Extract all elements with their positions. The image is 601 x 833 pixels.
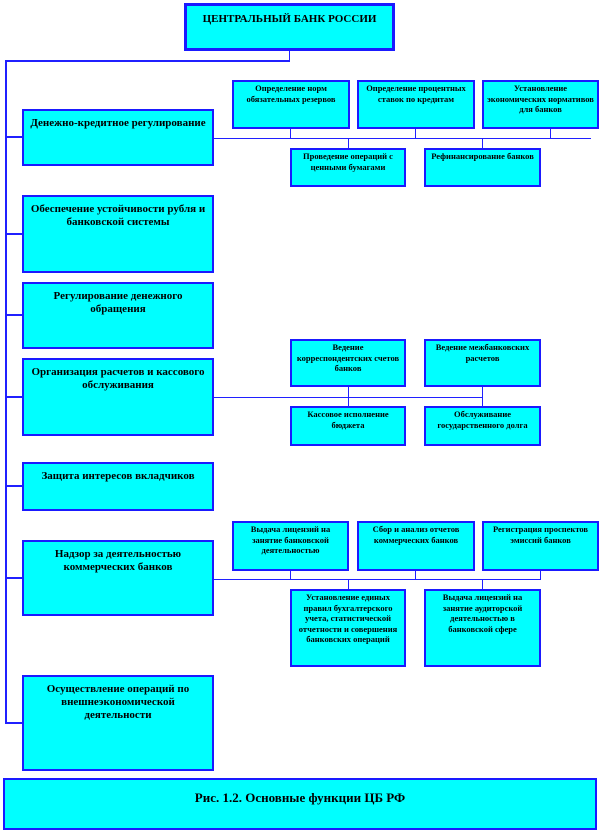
sub-interest-rates: Определение процентных ставок по кредита… — [357, 80, 475, 129]
connector — [5, 136, 22, 138]
central-bank-title: ЦЕНТРАЛЬНЫЙ БАНК РОССИИ — [184, 3, 395, 51]
connector — [5, 60, 290, 62]
connector — [213, 579, 541, 580]
sub-economic-norms: Установление экономических нормативов дл… — [482, 80, 599, 129]
function-money-circulation: Регулирование денежного обращения — [22, 282, 214, 349]
connector — [289, 50, 290, 61]
connector — [5, 60, 7, 723]
connector — [482, 579, 483, 589]
connector — [348, 386, 349, 406]
function-bank-supervision: Надзор за деятельностью коммерческих бан… — [22, 540, 214, 616]
function-ruble-stability: Обеспечение устойчивости рубля и банковс… — [22, 195, 214, 273]
sub-state-debt: Обслуживание государственного долга — [424, 406, 541, 446]
function-foreign-economic-operations: Осуществление операций по внешнеэкономич… — [22, 675, 214, 771]
figure-caption: Рис. 1.2. Основные функции ЦБ РФ — [3, 778, 597, 830]
connector — [482, 386, 483, 406]
sub-accounting-rules: Установление единых правил бухгалтерског… — [290, 589, 406, 667]
connector — [5, 577, 22, 579]
sub-budget-execution: Кассовое исполнение бюджета — [290, 406, 406, 446]
connector — [5, 485, 22, 487]
connector — [415, 128, 416, 138]
function-settlements: Организация расчетов и кассового обслужи… — [22, 358, 214, 436]
sub-interbank-settlements: Ведение межбанковских расчетов — [424, 339, 541, 387]
connector — [290, 128, 291, 138]
sub-correspondent-accounts: Ведение корреспондентских счетов банков — [290, 339, 406, 387]
connector — [290, 570, 291, 579]
connector — [482, 138, 483, 148]
function-depositor-protection: Защита интересов вкладчиков — [22, 462, 214, 511]
function-monetary-regulation: Денежно-кредитное регулирование — [22, 109, 214, 166]
connector — [415, 570, 416, 579]
sub-audit-licenses: Выдача лицензий на занятие аудиторской д… — [424, 589, 541, 667]
sub-refinancing: Рефинансирование банков — [424, 148, 541, 187]
connector — [348, 579, 349, 589]
sub-prospectus-registration: Регистрация проспектов эмиссий банков — [482, 521, 599, 571]
connector — [213, 138, 591, 139]
connector — [550, 128, 551, 138]
connector — [5, 233, 22, 235]
connector — [348, 138, 349, 148]
connector — [5, 396, 22, 398]
connector — [5, 722, 22, 724]
sub-reserve-norms: Определение норм обязательных резервов — [232, 80, 350, 129]
connector — [5, 314, 22, 316]
sub-reports-analysis: Сбор и анализ отчетов коммерческих банко… — [357, 521, 475, 571]
connector — [540, 570, 541, 579]
sub-securities-operations: Проведение операций с ценными бумагами — [290, 148, 406, 187]
sub-banking-licenses: Выдача лицензий на занятие банковской де… — [232, 521, 349, 571]
